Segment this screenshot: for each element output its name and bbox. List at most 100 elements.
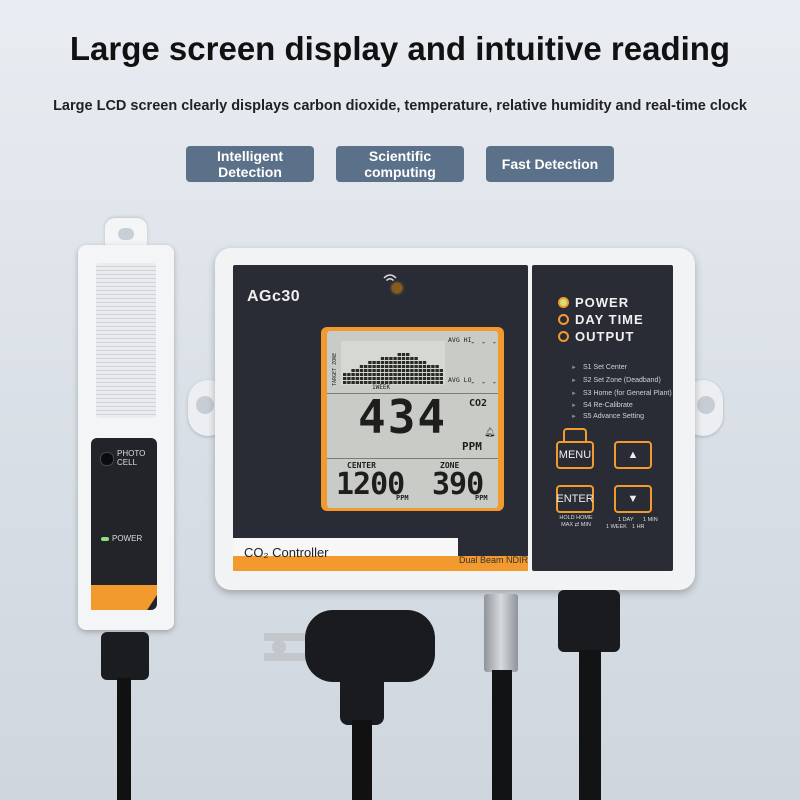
history-bar-segment <box>393 361 397 364</box>
history-bar-segment <box>410 381 414 384</box>
history-bar-segment <box>439 369 443 372</box>
history-bar-segment <box>385 365 389 368</box>
history-bar-segment <box>401 365 406 368</box>
menu-item-s4: ►S4 Re-Calibrate <box>571 402 633 409</box>
arrow-right-icon: ► <box>571 364 577 371</box>
history-bar-segment <box>406 369 410 372</box>
history-bar-segment <box>389 377 393 380</box>
history-bar-segment <box>414 373 418 376</box>
history-bar-segment <box>343 377 347 380</box>
arrow-right-icon: ► <box>571 413 577 420</box>
history-bar-segment <box>364 381 368 384</box>
history-bar-segment <box>406 377 410 380</box>
lcd-avg-hi-label: AVG HI <box>448 336 472 344</box>
lcd-target-zone-label: TARGET ZONE <box>332 352 338 386</box>
history-bar-segment <box>393 377 397 380</box>
history-bar-segment <box>347 377 351 380</box>
mount-hole-left <box>196 396 214 414</box>
lcd-period-label: 1WEEK <box>372 384 391 391</box>
history-bar-segment <box>376 381 380 384</box>
history-bar-segment <box>347 381 351 384</box>
history-bar-segment <box>380 377 385 380</box>
history-bar-segment <box>368 365 372 368</box>
power-cable <box>352 720 372 800</box>
arrow-right-icon: ► <box>571 390 577 397</box>
lcd-zone-label: ZONE <box>440 461 460 470</box>
probe-hanger-hole <box>118 228 134 240</box>
history-bar-segment <box>431 365 435 368</box>
history-bar-segment <box>376 365 380 368</box>
indicator-led-icon <box>558 330 569 342</box>
menu-item-label: S3 Home (for General Plant) <box>582 390 672 397</box>
history-bar-segment <box>422 365 427 368</box>
lcd-avg-lo-label: AVG LO <box>448 376 472 384</box>
history-bar-segment <box>389 381 393 384</box>
history-bar-segment <box>343 381 347 384</box>
history-bar-segment <box>380 365 385 368</box>
history-bar-segment <box>435 377 439 380</box>
probe-cable-gland <box>101 632 149 680</box>
history-bar-segment <box>401 377 406 380</box>
history-bar-segment <box>376 377 380 380</box>
indicator-led-icon <box>558 296 569 308</box>
alarm-bell-icon: 🔔︎ <box>484 428 496 438</box>
menu-item-label: S2 Set Zone (Deadband) <box>582 377 661 384</box>
history-bar-segment <box>376 373 380 376</box>
page-subtitle: Large LCD screen clearly displays carbon… <box>53 98 747 114</box>
history-bar-segment <box>351 377 355 380</box>
history-bar-segment <box>414 377 418 380</box>
probe-front-panel <box>91 438 157 610</box>
history-bar-segment <box>364 377 368 380</box>
period-1min-hint: 1 MIN <box>643 517 658 523</box>
history-bar-segment <box>427 365 431 368</box>
history-bar-segment <box>368 369 372 372</box>
history-bar-segment <box>410 361 414 364</box>
history-bar-segment <box>414 357 418 360</box>
up-button[interactable]: ▲ <box>614 441 652 469</box>
history-bar-segment <box>355 381 359 384</box>
history-bar-segment <box>422 377 427 380</box>
page-title: Large screen display and intuitive readi… <box>69 30 731 67</box>
history-bar-segment <box>372 377 376 380</box>
history-bar-segment <box>401 353 406 356</box>
history-bar-segment <box>397 361 401 364</box>
output-cable <box>579 650 601 800</box>
history-bar-segment <box>380 357 385 360</box>
history-bar-segment <box>418 369 422 372</box>
history-bar-segment <box>364 365 368 368</box>
history-bar-segment <box>380 369 385 372</box>
mount-hole-right <box>697 396 715 414</box>
history-bar-segment <box>401 369 406 372</box>
plug-prong <box>264 633 310 641</box>
history-bar-segment <box>397 373 401 376</box>
lcd-co2-unit: PPM <box>462 440 482 453</box>
max-min-hint: MAX ⇄ MIN <box>561 522 591 528</box>
lcd-co2-reading: 434 <box>358 390 448 444</box>
history-bar-segment <box>435 373 439 376</box>
indicator-power: POWER <box>558 294 629 310</box>
menu-item-s1: ►S1 Set Center <box>571 364 627 371</box>
indicator-day-time: DAY TIME <box>558 311 644 327</box>
history-bar-segment <box>372 381 376 384</box>
history-bar-segment <box>397 365 401 368</box>
arrow-right-icon: ► <box>571 377 577 384</box>
history-bar-segment <box>406 361 410 364</box>
accent-strip <box>233 556 528 571</box>
history-bar-segment <box>385 361 389 364</box>
down-button[interactable]: ▼ <box>614 485 652 513</box>
lcd-center-value: 1200 <box>336 467 405 502</box>
history-bar-segment <box>427 373 431 376</box>
history-bar-segment <box>410 369 414 372</box>
enter-button[interactable]: ENTER <box>556 485 594 513</box>
history-bar-segment <box>393 365 397 368</box>
history-bar-segment <box>389 373 393 376</box>
menu-button[interactable]: MENU <box>556 441 594 469</box>
lcd-divider <box>327 393 498 394</box>
history-bar-segment <box>414 381 418 384</box>
history-bar-segment <box>422 369 427 372</box>
feature-badge-intelligent: Intelligent Detection <box>186 146 314 182</box>
history-bar-segment <box>414 365 418 368</box>
history-bar-segment <box>439 377 443 380</box>
history-bar-segment <box>368 381 372 384</box>
history-bar-segment <box>372 365 376 368</box>
